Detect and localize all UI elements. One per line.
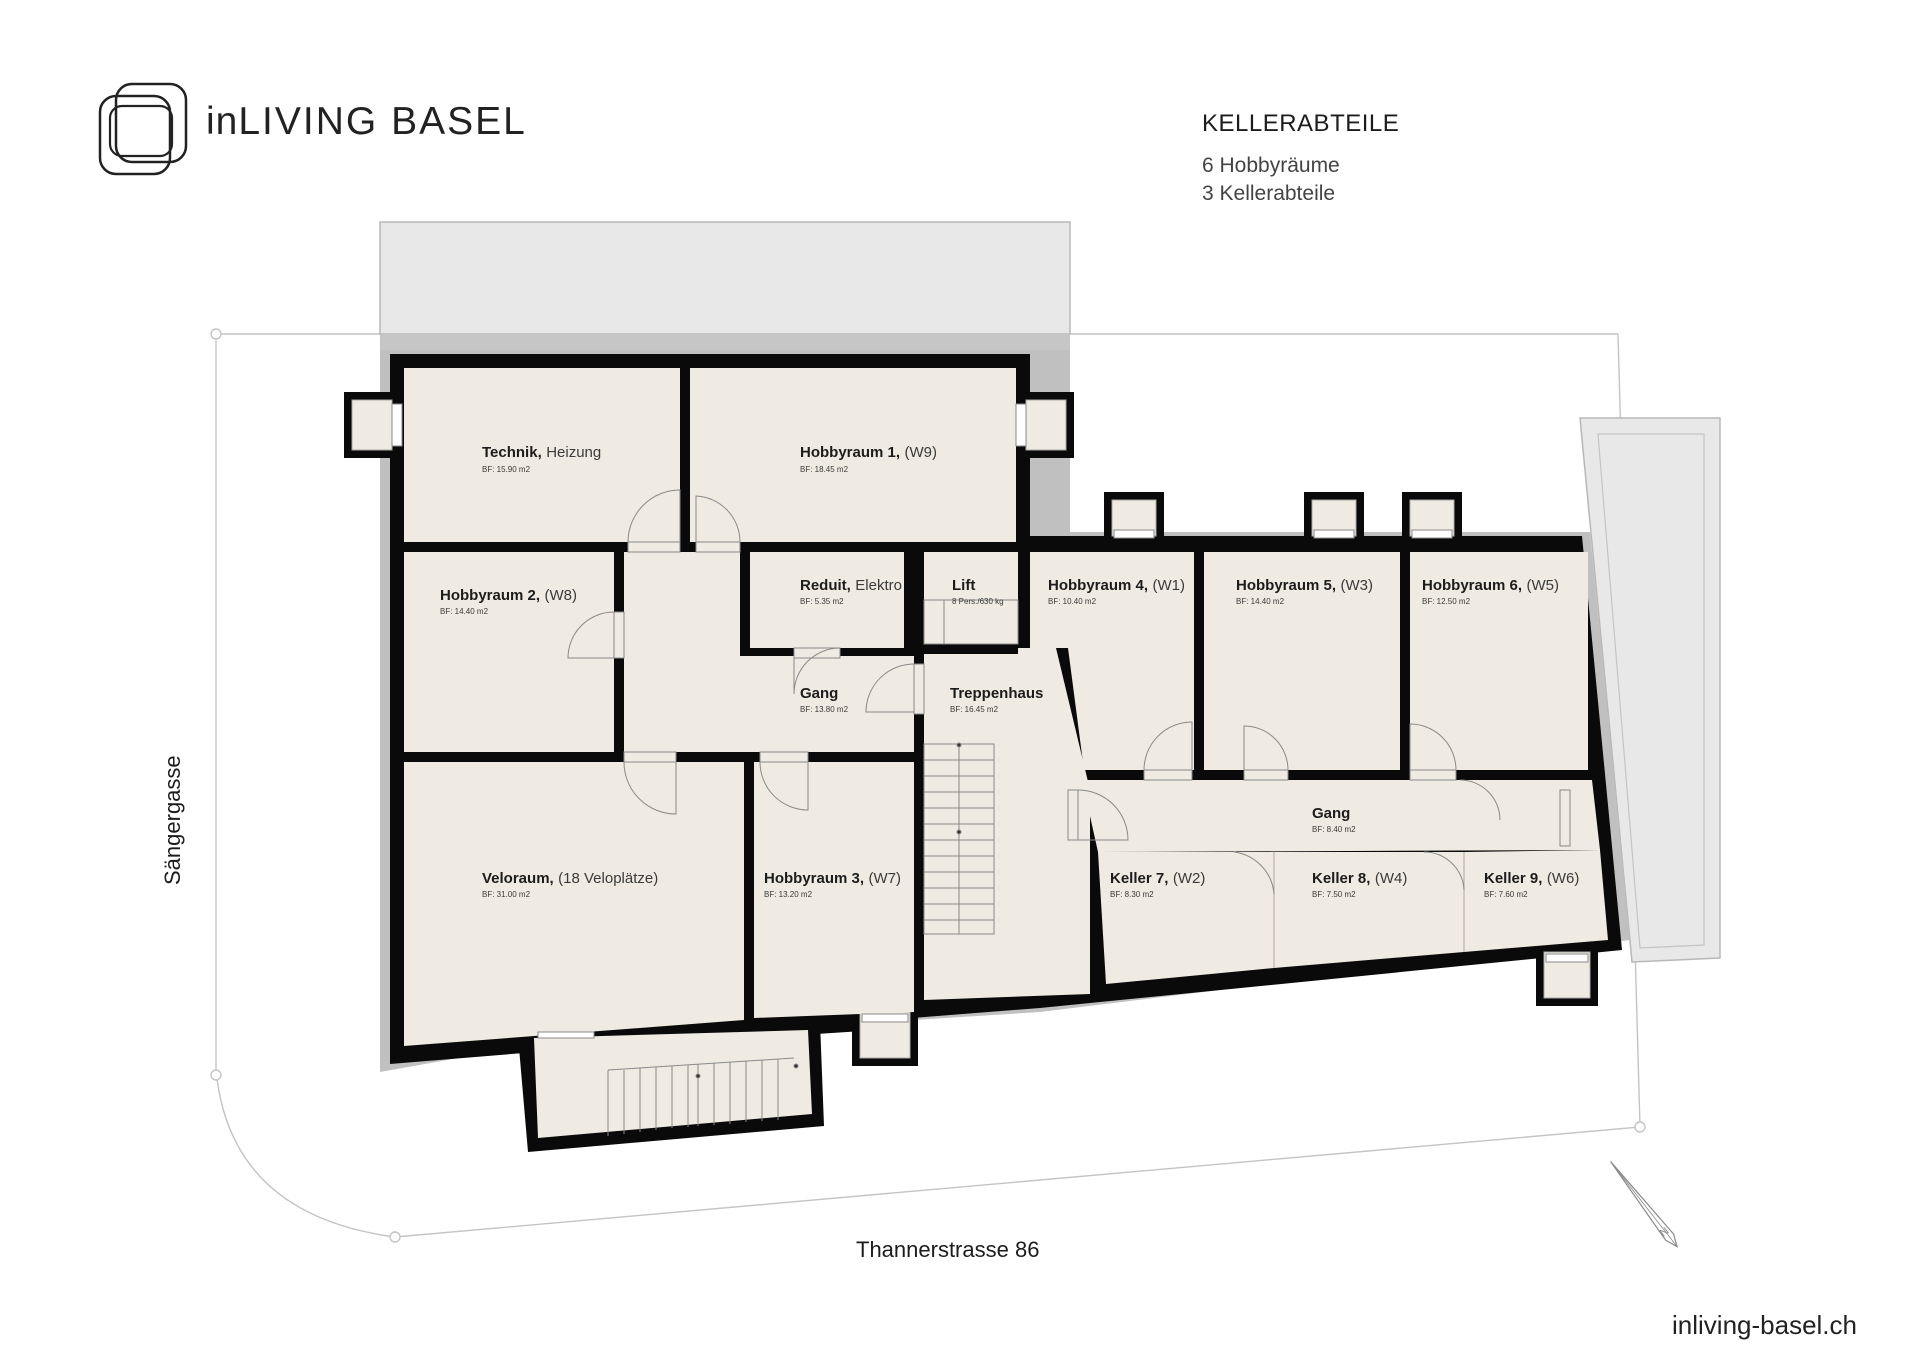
room-keller7 xyxy=(1098,852,1274,984)
room-area-lift: 8 Pers./630 kg xyxy=(952,597,1004,606)
room-area-gang2: BF: 8.40 m2 xyxy=(1312,825,1356,834)
room-hobby5 xyxy=(1204,552,1400,770)
room-area-treppenhaus: BF: 16.45 m2 xyxy=(950,705,999,714)
room-label-gang1: Gang xyxy=(800,685,838,702)
summary-cellars: 3 Kellerabteile xyxy=(1202,182,1336,205)
room-area-hobby1: BF: 18.45 m2 xyxy=(800,465,849,474)
room-area-keller7: BF: 8.30 m2 xyxy=(1110,890,1154,899)
room-velo xyxy=(404,762,744,1046)
room-treppenhaus xyxy=(924,648,1090,1000)
room-label-lift: Lift xyxy=(952,577,975,594)
room-label-hobby4: Hobbyraum 4, (W1) xyxy=(1048,577,1185,594)
brand-logo: inLIVING BASEL xyxy=(98,82,548,178)
north-arrow-icon: N xyxy=(1610,1161,1679,1248)
summary-hobbyrooms: 6 Hobbyräume xyxy=(1202,154,1340,177)
room-label-hobby3: Hobbyraum 3, (W7) xyxy=(764,870,901,887)
room-area-reduit: BF: 5.35 m2 xyxy=(800,597,844,606)
room-area-keller8: BF: 7.50 m2 xyxy=(1312,890,1356,899)
neighbor-building-north xyxy=(379,221,1071,350)
street-label-thannerstrasse: Thannerstrasse 86 xyxy=(856,1237,1039,1262)
windows xyxy=(391,403,1589,1039)
website-link[interactable]: inliving-basel.ch xyxy=(1672,1310,1857,1340)
room-label-hobby2: Hobbyraum 2, (W8) xyxy=(440,587,577,604)
room-gang2 xyxy=(1082,780,1600,852)
room-area-hobby4: BF: 10.40 m2 xyxy=(1048,597,1097,606)
room-label-technik: Technik, Heizung xyxy=(482,444,601,461)
room-technik xyxy=(404,368,680,542)
room-hobby6 xyxy=(1410,552,1588,770)
room-area-hobby3: BF: 13.20 m2 xyxy=(764,890,813,899)
room-labels: Technik, Heizung BF: 15.90 m2 Hobbyraum … xyxy=(440,444,1579,899)
room-label-keller9: Keller 9, (W6) xyxy=(1484,870,1579,887)
room-label-keller8: Keller 8, (W4) xyxy=(1312,870,1407,887)
room-keller8 xyxy=(1274,852,1464,968)
brand-name: inLIVING BASEL xyxy=(206,100,527,143)
street-label-saengergasse: Sängergasse xyxy=(160,755,185,885)
room-reduit xyxy=(750,552,904,648)
room-label-gang2: Gang xyxy=(1312,805,1350,822)
entrance-stair-floor xyxy=(534,1030,812,1138)
room-area-hobby5: BF: 14.40 m2 xyxy=(1236,597,1285,606)
room-hobby4 xyxy=(1030,552,1194,770)
entrance-staircase xyxy=(607,1057,799,1136)
doors xyxy=(567,489,1571,895)
room-lift xyxy=(924,552,1018,644)
room-label-keller7: Keller 7, (W2) xyxy=(1110,870,1205,887)
room-hobby2 xyxy=(404,552,614,752)
room-area-keller9: BF: 7.60 m2 xyxy=(1484,890,1528,899)
room-hobby1 xyxy=(690,368,1016,542)
room-label-hobby5: Hobbyraum 5, (W3) xyxy=(1236,577,1373,594)
room-label-velo: Veloraum, (18 Veloplätze) xyxy=(482,870,658,887)
main-staircase xyxy=(923,599,1019,935)
room-floors xyxy=(404,368,1608,1138)
room-label-hobby6: Hobbyraum 6, (W5) xyxy=(1422,577,1559,594)
room-label-treppenhaus: Treppenhaus xyxy=(950,685,1043,702)
room-keller9 xyxy=(1464,850,1608,952)
room-area-hobby2: BF: 14.40 m2 xyxy=(440,607,489,616)
page-title: KELLERABTEILE xyxy=(1202,110,1400,137)
room-label-hobby1: Hobbyraum 1, (W9) xyxy=(800,444,937,461)
room-hobby3 xyxy=(754,762,914,1018)
room-gang1 xyxy=(624,552,914,752)
room-area-gang1: BF: 13.80 m2 xyxy=(800,705,849,714)
logo-icon xyxy=(98,82,188,176)
room-label-reduit: Reduit, Elektro xyxy=(800,577,902,594)
room-area-hobby6: BF: 12.50 m2 xyxy=(1422,597,1471,606)
room-area-velo: BF: 31.00 m2 xyxy=(482,890,531,899)
room-area-technik: BF: 15.90 m2 xyxy=(482,465,531,474)
neighbor-building-east xyxy=(1579,417,1721,963)
property-boundary xyxy=(210,328,1646,1243)
